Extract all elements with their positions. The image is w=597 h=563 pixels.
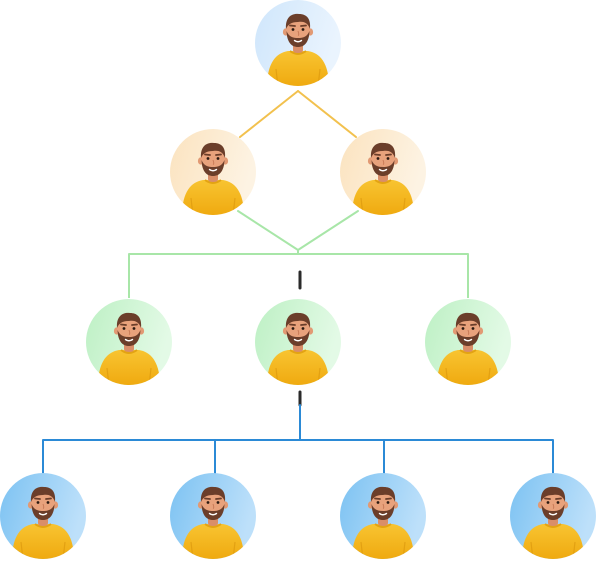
person-avatar-icon	[98, 312, 160, 385]
shirt	[437, 350, 499, 385]
person-avatar-icon	[522, 486, 584, 559]
hair	[200, 486, 226, 502]
hair	[285, 13, 311, 29]
person-avatar-icon	[182, 486, 244, 559]
avatar-level3-3[interactable]	[425, 299, 511, 386]
person-avatar-icon	[267, 312, 329, 385]
person-avatar-icon	[352, 486, 414, 559]
hair	[455, 312, 481, 328]
connector-l2-hub-left	[237, 210, 299, 251]
hair	[285, 312, 311, 328]
shirt	[182, 180, 244, 215]
person-avatar-icon	[12, 486, 74, 559]
shirt	[12, 524, 74, 559]
beard	[286, 31, 310, 47]
beard	[31, 504, 55, 520]
hair	[116, 312, 142, 328]
shirt	[522, 524, 584, 559]
shirt	[267, 350, 329, 385]
beard	[371, 160, 395, 176]
beard	[201, 504, 225, 520]
beard	[117, 330, 141, 346]
connectors	[42, 90, 554, 475]
beard	[201, 160, 225, 176]
hair	[370, 142, 396, 158]
shirt	[352, 180, 414, 215]
avatar-level2-1[interactable]	[170, 129, 256, 216]
beard	[541, 504, 565, 520]
shirt	[182, 524, 244, 559]
hair	[370, 486, 396, 502]
connector-l2-hub-right	[297, 210, 359, 251]
connector-l1-l2-right	[297, 90, 357, 138]
person-avatar-icon	[182, 142, 244, 215]
connector-l1-l2-left	[239, 90, 299, 138]
avatar-level1-1[interactable]	[255, 0, 341, 87]
connector-l4-bus	[42, 439, 554, 474]
avatar-level4-4[interactable]	[510, 473, 596, 560]
beard	[286, 330, 310, 346]
person-avatar-icon	[437, 312, 499, 385]
avatar-level4-3[interactable]	[340, 473, 426, 560]
shirt	[267, 51, 329, 86]
hair	[30, 486, 56, 502]
hair	[200, 142, 226, 158]
shirt	[98, 350, 160, 385]
hair	[540, 486, 566, 502]
shirt	[352, 524, 414, 559]
avatar-level4-1[interactable]	[0, 473, 86, 560]
avatar-level4-2[interactable]	[170, 473, 256, 560]
avatar-level2-2[interactable]	[340, 129, 426, 216]
beard	[371, 504, 395, 520]
person-avatar-icon	[352, 142, 414, 215]
beard	[456, 330, 480, 346]
avatar-level3-2[interactable]	[255, 299, 341, 386]
avatar-level3-1[interactable]	[86, 299, 172, 386]
